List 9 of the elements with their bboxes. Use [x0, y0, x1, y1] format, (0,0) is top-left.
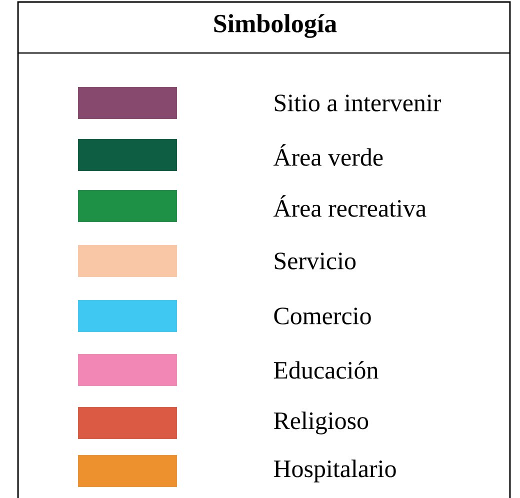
legend-label: Educación: [274, 361, 378, 379]
legend-label: Sitio a intervenir: [274, 94, 442, 112]
legend-label: Servicio: [274, 252, 356, 270]
legend-label: Hospitalario: [274, 460, 396, 482]
legend-label: Religioso: [274, 412, 368, 434]
legend-label: Área recreativa: [273, 195, 426, 217]
legend-label: Comercio: [274, 308, 371, 324]
legend-title: Simbología: [214, 14, 337, 38]
legend-label: Área verde: [273, 144, 383, 166]
